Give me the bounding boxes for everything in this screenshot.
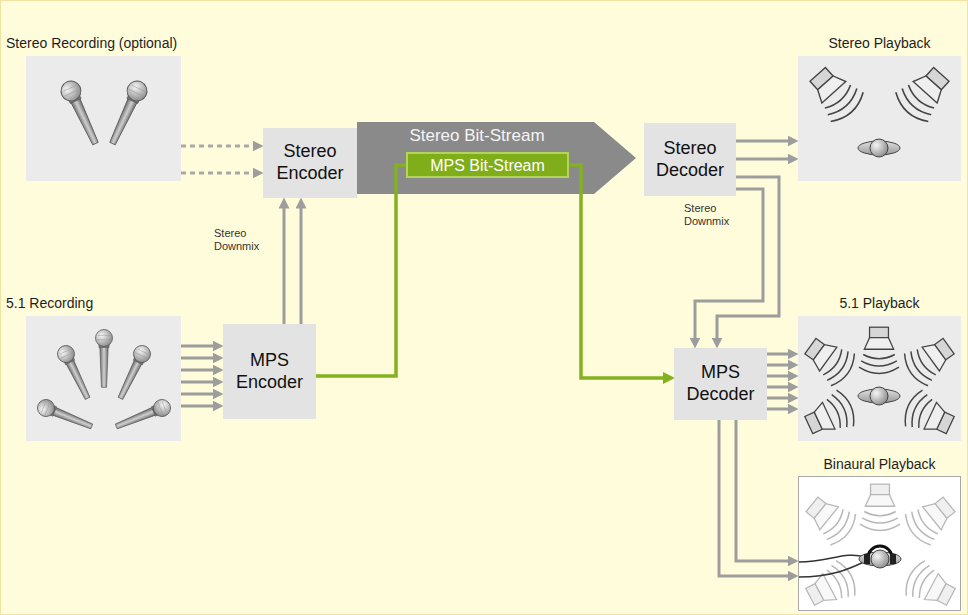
virtual-speakers <box>799 484 961 612</box>
signal-arrow <box>181 393 218 396</box>
headphone-cup <box>890 554 896 564</box>
edge-label: Stereo Downmix <box>684 202 742 228</box>
panel-heading: 5.1 Playback <box>798 295 961 312</box>
signal-arrow <box>736 420 793 561</box>
microphone <box>35 397 95 434</box>
edge-label: Stereo Downmix <box>214 227 272 253</box>
recording-panel: 5.1 Recording <box>26 316 181 441</box>
bitstream-label: MPS Bit-Stream <box>430 156 545 175</box>
speaker <box>799 330 860 389</box>
bitstream-box: MPS Bit-Stream <box>406 152 569 178</box>
microphone <box>58 78 105 148</box>
listener <box>858 387 900 405</box>
signal-arrow <box>767 386 793 389</box>
bitstream-line <box>569 165 669 378</box>
speaker <box>901 558 961 612</box>
signal-arrow <box>767 408 793 411</box>
recording-panel: Stereo Recording (optional) <box>26 56 181 181</box>
speaker <box>801 558 861 612</box>
signal-arrow <box>300 203 303 324</box>
band-arrow-fill <box>357 122 636 194</box>
microphone <box>55 343 96 402</box>
signal-arrow <box>767 353 793 356</box>
encoder-box: Stereo Encoder <box>263 128 357 198</box>
signal-arrow <box>181 405 218 408</box>
listener <box>858 139 900 157</box>
playback-panel: Stereo Playback <box>798 56 961 181</box>
bitstream-label: Stereo Bit-Stream <box>357 126 597 146</box>
headphone-wire <box>799 561 866 577</box>
encoder-box: MPS Encoder <box>223 324 316 419</box>
microphone <box>96 330 113 388</box>
listener <box>859 550 901 568</box>
panel-heading: 5.1 Recording <box>6 295 93 312</box>
signal-arrow <box>181 357 218 360</box>
panel-heading: Binaural Playback <box>799 456 960 473</box>
panel-heading: Stereo Recording (optional) <box>6 35 177 52</box>
speaker <box>860 484 900 530</box>
stereo-mic-pair <box>26 56 181 181</box>
speaker <box>891 60 957 127</box>
headphone-cup <box>864 554 870 564</box>
signal-arrow <box>181 172 258 175</box>
binaural-setup <box>799 477 962 612</box>
speaker <box>800 387 859 441</box>
microphone <box>113 343 154 402</box>
box-label: MPS Decoder <box>682 362 759 406</box>
headphone-wire <box>799 555 865 562</box>
decoder-box: MPS Decoder <box>674 348 767 420</box>
surround-speaker-setup <box>798 316 961 441</box>
signal-arrow <box>181 381 218 384</box>
signal-arrow <box>767 375 793 378</box>
playback-panel: 5.1 Playback <box>798 316 961 441</box>
microphone <box>113 397 173 434</box>
speaker <box>801 60 867 127</box>
signal-arrow <box>719 420 793 576</box>
speaker <box>901 489 962 549</box>
microphone <box>103 78 150 148</box>
speaker <box>859 327 899 373</box>
surround-mic-array <box>26 316 181 441</box>
box-label: MPS Encoder <box>231 350 308 394</box>
signal-arrow <box>181 369 218 372</box>
bitstream-band: Stereo Bit-StreamMPS Bit-Stream <box>357 122 636 194</box>
box-label: Stereo Decoder <box>652 138 728 182</box>
signal-arrow <box>767 364 793 367</box>
signal-arrow <box>736 140 793 143</box>
speaker <box>799 489 860 549</box>
playback-panel: Binaural Playback <box>798 476 961 611</box>
box-label: Stereo Encoder <box>271 141 349 185</box>
signal-arrow <box>717 177 779 343</box>
signal-arrow <box>283 203 286 324</box>
panel-heading: Stereo Playback <box>798 35 961 52</box>
signal-arrow <box>736 158 793 161</box>
stereo-speaker-setup <box>798 56 961 181</box>
headphone-band <box>868 546 892 558</box>
speaker <box>900 387 959 441</box>
signal-arrow <box>181 145 258 148</box>
signal-arrow <box>181 345 218 348</box>
speaker <box>899 330 960 389</box>
listener-with-headphones <box>859 546 901 568</box>
signal-arrow <box>767 397 793 400</box>
decoder-box: Stereo Decoder <box>644 123 736 196</box>
